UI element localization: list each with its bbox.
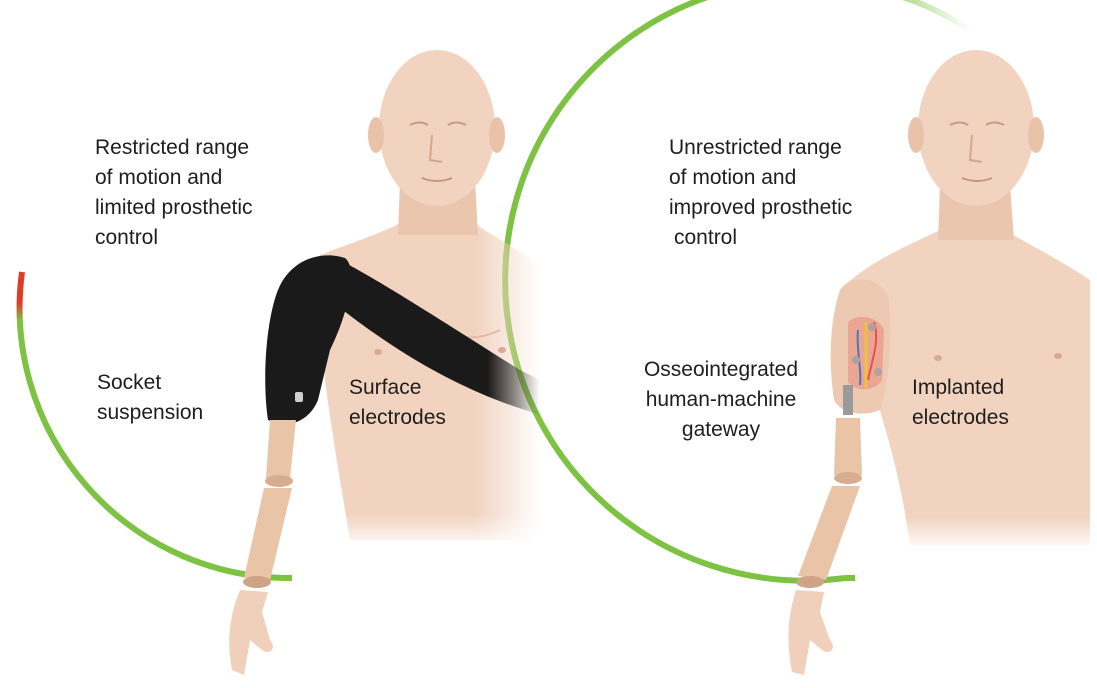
implanted-electrodes-line: electrodes <box>912 403 1009 433</box>
implanted-electrodes-label: Implanted electrodes <box>912 373 1009 433</box>
socket-suspension-line: suspension <box>97 398 203 428</box>
surface-electrodes-line: electrodes <box>349 403 446 433</box>
left-outcome-line: limited prosthetic <box>95 193 253 223</box>
left-outcome-line: Restricted range <box>95 133 253 163</box>
osseointegrated-abutment <box>843 385 853 415</box>
left-outcome-line: control <box>95 223 253 253</box>
right-outcome-text: Unrestricted range of motion and improve… <box>669 133 852 253</box>
gateway-line: Osseointegrated <box>636 355 806 385</box>
gateway-line: gateway <box>636 415 806 445</box>
right-outcome-line: of motion and <box>669 163 852 193</box>
left-figure <box>229 50 560 675</box>
implanted-electrodes-line: Implanted <box>912 373 1009 403</box>
right-outcome-line: improved prosthetic <box>669 193 852 223</box>
surface-electrodes-line: Surface <box>349 373 446 403</box>
left-outcome-line: of motion and <box>95 163 253 193</box>
gateway-line: human-machine <box>636 385 806 415</box>
right-outcome-line: Unrestricted range <box>669 133 852 163</box>
right-outcome-line: control <box>669 223 852 253</box>
surface-electrodes-label: Surface electrodes <box>349 373 446 433</box>
osseointegrated-gateway-label: Osseointegrated human-machine gateway <box>636 355 806 445</box>
socket-suspension-line: Socket <box>97 368 203 398</box>
left-outcome-text: Restricted range of motion and limited p… <box>95 133 253 253</box>
socket-suspension-label: Socket suspension <box>97 368 203 428</box>
